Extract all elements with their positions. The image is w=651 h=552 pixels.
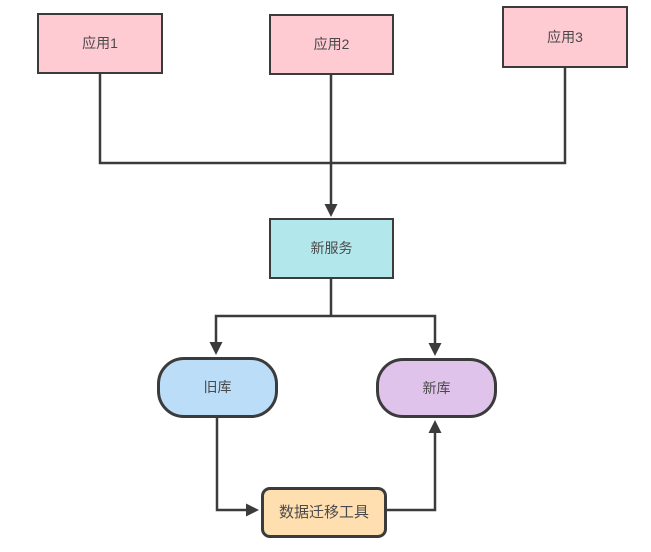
- arrowhead-new-db-bottom: [428, 420, 442, 433]
- edge-app1-service[interactable]: [98, 74, 330, 165]
- arrowhead-migration: [246, 503, 259, 517]
- arrowhead-new-db-top: [428, 343, 442, 356]
- edge-migration-new-db[interactable]: [387, 433, 437, 512]
- node-new-db[interactable]: 新库: [376, 358, 497, 418]
- arrowhead-old-db: [209, 342, 223, 355]
- arrowhead-service: [324, 204, 338, 217]
- node-app1-label: 应用1: [82, 35, 118, 52]
- node-migration-tool-label: 数据迁移工具: [278, 503, 369, 521]
- node-app1[interactable]: 应用1: [37, 13, 163, 74]
- node-old-db-label: 旧库: [203, 379, 232, 396]
- edge-app3-service[interactable]: [332, 68, 567, 165]
- edge-service-old-db[interactable]: [214, 314, 331, 342]
- node-new-db-label: 新库: [422, 379, 451, 396]
- node-app2-label: 应用2: [313, 36, 350, 53]
- edge-old-db-migration[interactable]: [215, 418, 246, 512]
- node-migration-tool[interactable]: 数据迁移工具: [261, 487, 387, 538]
- node-app3[interactable]: 应用3: [502, 6, 628, 68]
- node-old-db[interactable]: 旧库: [157, 357, 278, 418]
- node-new-service[interactable]: 新服务: [269, 218, 394, 279]
- node-app2[interactable]: 应用2: [269, 14, 394, 75]
- node-app3-label: 应用3: [547, 28, 583, 45]
- edge-service-new-db[interactable]: [331, 314, 437, 343]
- node-new-service-label: 新服务: [310, 240, 353, 257]
